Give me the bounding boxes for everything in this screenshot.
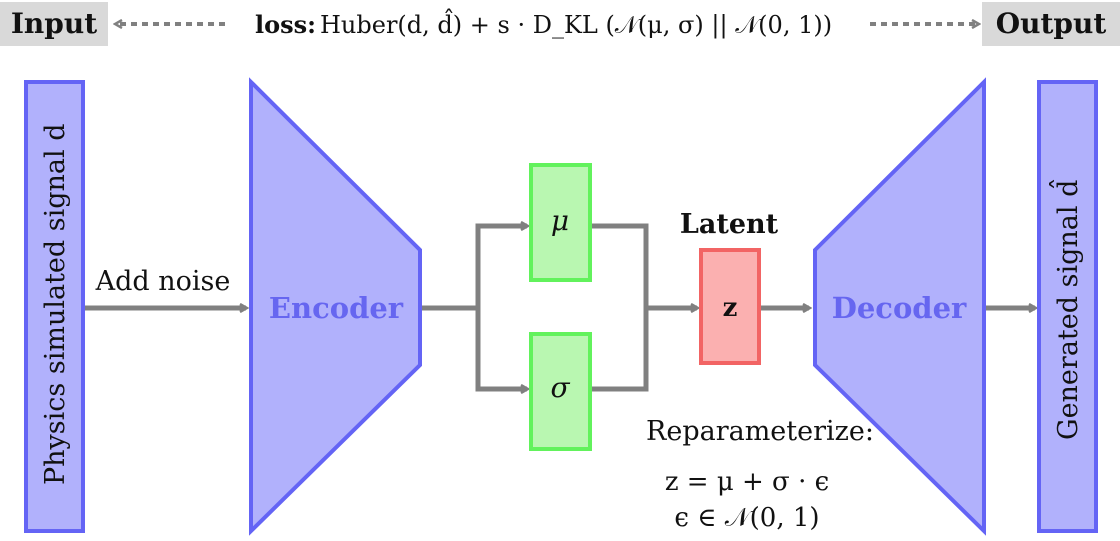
reparam-equation-2: ϵ ∈ 𝒩(0, 1) <box>674 503 819 533</box>
output-signal-label: Generated signal d̂ <box>1049 179 1084 440</box>
output-header-box <box>982 2 1120 46</box>
mu-label: μ <box>551 204 569 237</box>
mu-box <box>529 163 592 282</box>
input-header: Input <box>0 2 108 46</box>
loss-expression: Huber(d, d̂) + s · D_KL (𝒩(μ, σ) || 𝒩(0,… <box>320 8 832 40</box>
input-header-box <box>0 2 108 46</box>
sigma-box <box>529 332 592 451</box>
latent-z-label: z <box>723 293 738 323</box>
input-signal-block <box>24 80 85 533</box>
sigma-label: σ <box>550 371 570 404</box>
decoder-block <box>813 77 986 536</box>
loss-prefix: loss: <box>255 10 316 39</box>
merge-lines <box>592 223 649 392</box>
decoder-label: Decoder <box>832 291 967 325</box>
reparam-title: Reparameterize: <box>646 416 874 447</box>
loss-formula: loss: Huber(d, d̂) + s · D_KL (𝒩(μ, σ) |… <box>255 8 832 40</box>
output-header: Output <box>982 2 1120 46</box>
latent-title: Latent <box>680 209 779 240</box>
reparam-equation-1: z = μ + σ · ϵ <box>665 467 829 497</box>
input-signal-label: Physics simulated signal d <box>40 123 71 485</box>
input-header-label: Input <box>11 7 97 40</box>
latent-z-box <box>699 248 761 365</box>
encoder-label: Encoder <box>269 291 404 325</box>
output-header-label: Output <box>996 7 1107 40</box>
output-signal-block <box>1037 80 1098 533</box>
arrow-to-mu <box>475 226 527 308</box>
encoder-block <box>249 77 422 536</box>
arrow-to-sigma <box>475 308 527 389</box>
add-noise-label: Add noise <box>95 266 231 297</box>
